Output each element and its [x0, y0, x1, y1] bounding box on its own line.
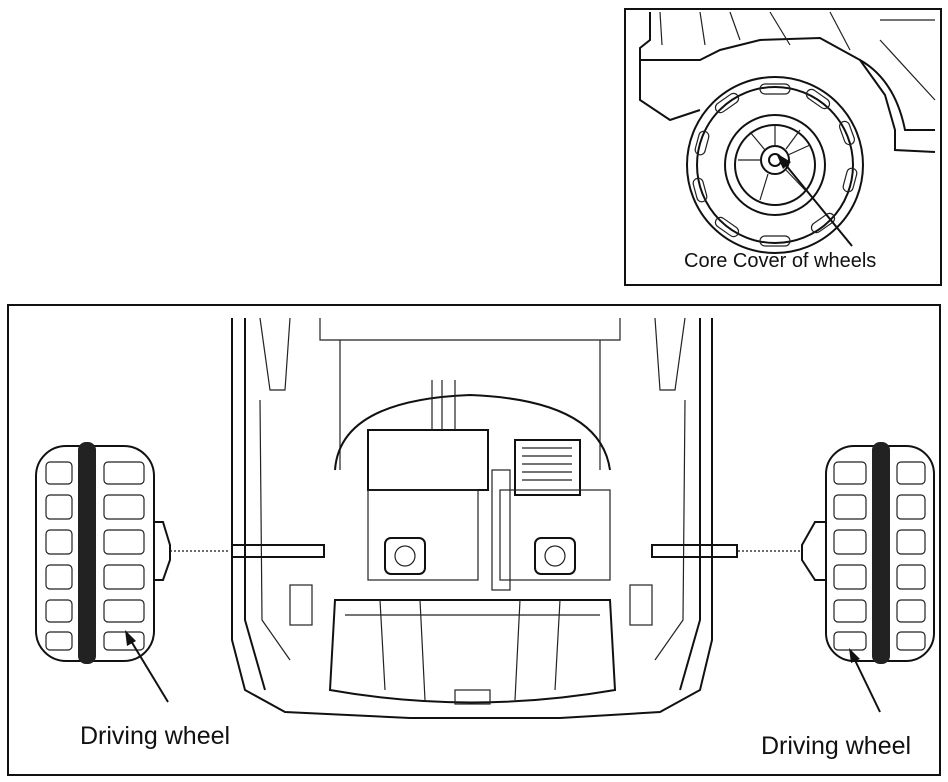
left-axle: [170, 544, 325, 558]
inset-car-body: [639, 11, 936, 153]
right-driving-wheel-label: Driving wheel: [761, 732, 912, 760]
right-wheel-arrow: [849, 648, 881, 713]
car-chassis: [231, 317, 713, 719]
inset-callout-arrow: [776, 153, 853, 247]
main-panel: [7, 304, 941, 776]
inset-panel: [624, 8, 942, 286]
right-driving-wheel: [801, 442, 935, 664]
left-driving-wheel-label: Driving wheel: [80, 722, 231, 750]
left-driving-wheel: [35, 442, 171, 664]
core-cover-label: Core Cover of wheels: [684, 250, 877, 272]
inset-wheel: [686, 76, 864, 254]
right-axle: [651, 544, 800, 558]
left-wheel-arrow: [125, 630, 169, 703]
